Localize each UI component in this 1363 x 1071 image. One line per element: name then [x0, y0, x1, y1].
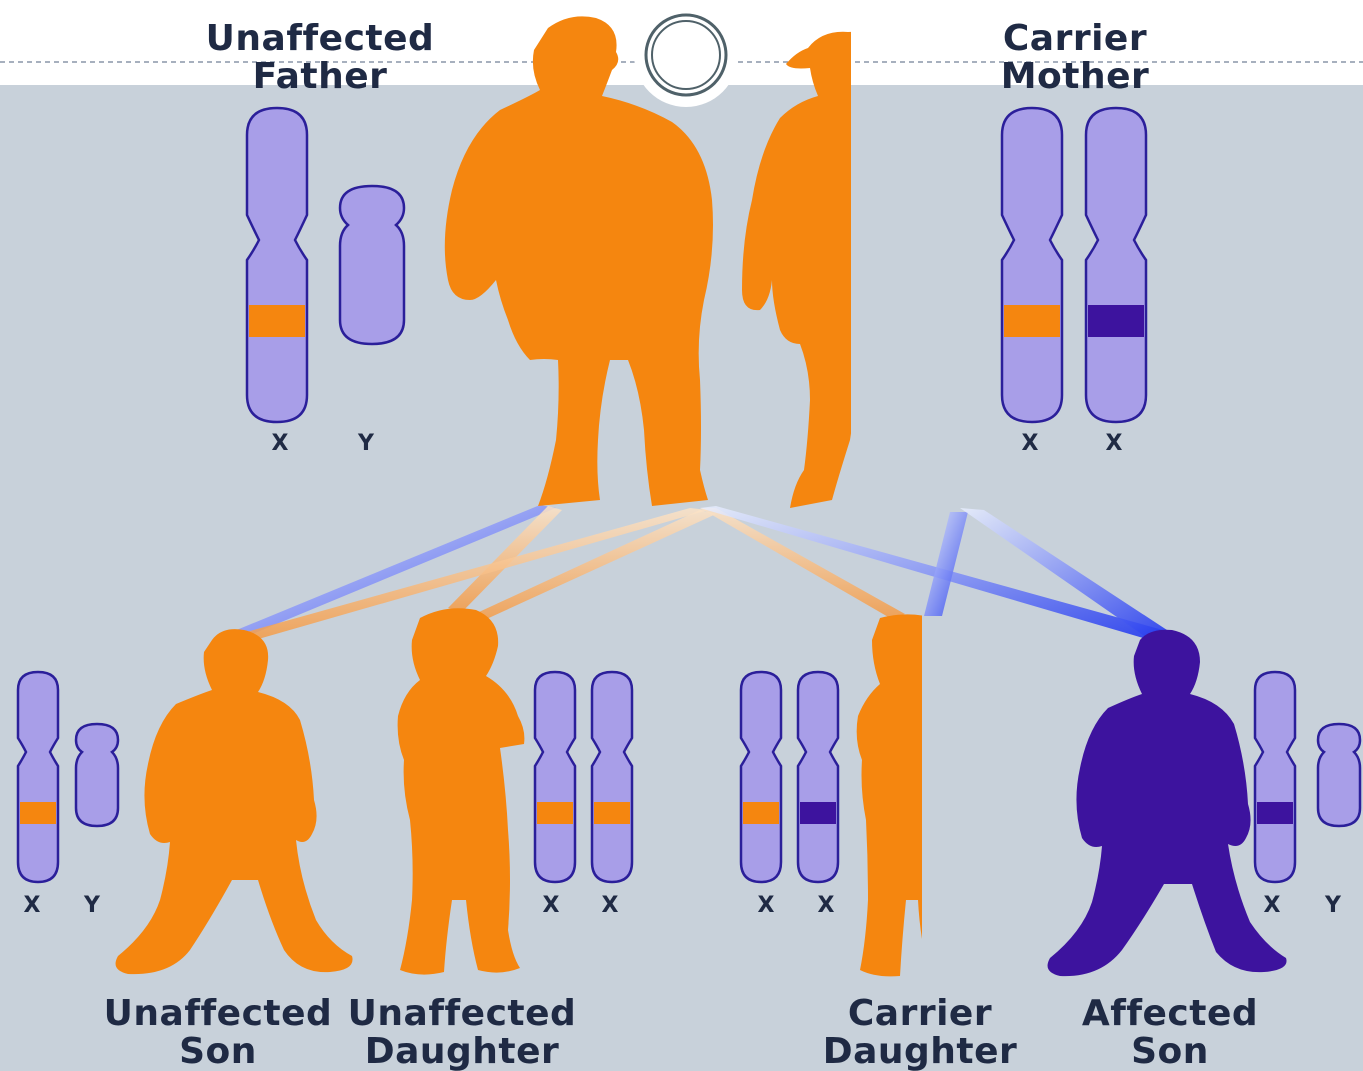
son2-label-x: X — [1264, 893, 1281, 918]
child3-label-line1: Carrier — [810, 995, 1030, 1033]
child-label-carrier-daughter: Carrier Daughter — [810, 995, 1030, 1071]
mother-label: Carrier Mother — [960, 20, 1190, 96]
child2-label-line1: Unaffected — [344, 995, 580, 1033]
son1-label-y: Y — [83, 893, 101, 918]
child4-label-line1: Affected — [1070, 995, 1270, 1033]
mother-chromosome-label-x2: X — [1106, 431, 1123, 456]
father-y-chromosome — [340, 186, 404, 344]
child3-label-line2: Daughter — [810, 1033, 1030, 1071]
child1-label-line1: Unaffected — [100, 995, 336, 1033]
daughter1-label-x1: X — [543, 893, 560, 918]
father-chromosome-label-y: Y — [357, 431, 375, 456]
child-label-unaffected-daughter: Unaffected Daughter — [344, 995, 580, 1071]
son2-label-y: Y — [1324, 893, 1342, 918]
mother-label-line1: Carrier — [960, 20, 1190, 58]
father-chromosome-label-x: X — [272, 431, 289, 456]
mother-chromosome-label-x1: X — [1022, 431, 1039, 456]
double-ring-logo-icon — [634, 3, 738, 107]
son1-label-x: X — [24, 893, 41, 918]
daughter2-label-x2: X — [818, 893, 835, 918]
child2-label-line2: Daughter — [344, 1033, 580, 1071]
daughter2-label-x1: X — [758, 893, 775, 918]
child1-label-line2: Son — [100, 1033, 336, 1071]
child-label-unaffected-son: Unaffected Son — [100, 995, 336, 1071]
mother-label-line2: Mother — [960, 58, 1190, 96]
child-label-affected-son: Affected Son — [1070, 995, 1270, 1071]
father-x-chromosome — [247, 108, 307, 422]
daughter1-label-x2: X — [602, 893, 619, 918]
father-label-line2: Father — [180, 58, 460, 96]
father-label-line1: Unaffected — [180, 20, 460, 58]
father-label: Unaffected Father — [180, 20, 460, 96]
child4-label-line2: Son — [1070, 1033, 1270, 1071]
